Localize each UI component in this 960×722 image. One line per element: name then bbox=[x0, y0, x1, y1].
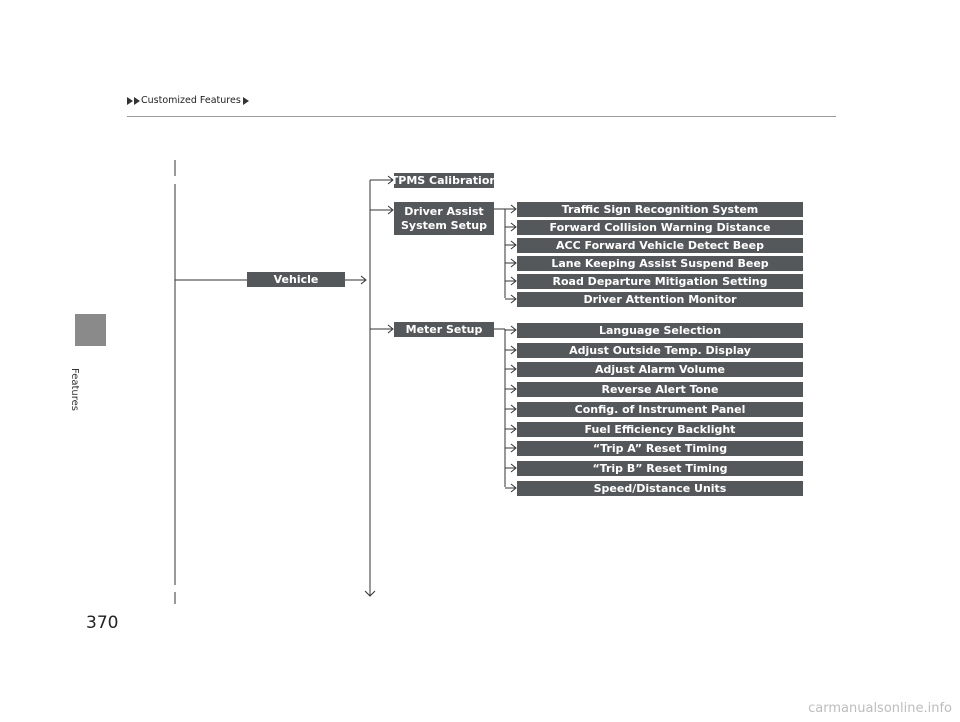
menu-item-box: Adjust Outside Temp. Display bbox=[517, 343, 803, 358]
menu-item-box: Traffic Sign Recognition System bbox=[517, 202, 803, 217]
menu-item-box: Driver Attention Monitor bbox=[517, 292, 803, 307]
page-number: 370 bbox=[86, 613, 119, 633]
arrow-icon bbox=[510, 204, 517, 214]
breadcrumb-label: Customized Features bbox=[141, 95, 241, 106]
menu-item-box: Reverse Alert Tone bbox=[517, 382, 803, 397]
arrow-icon bbox=[510, 294, 517, 304]
arrow-icon bbox=[510, 222, 517, 232]
vehicle-box: Vehicle bbox=[247, 272, 345, 287]
meter-setup-box: Meter Setup bbox=[394, 322, 494, 337]
menu-item-box: Config. of Instrument Panel bbox=[517, 402, 803, 417]
header-rule bbox=[127, 116, 836, 117]
arrow-icon bbox=[510, 240, 517, 250]
arrow-icon bbox=[510, 404, 517, 414]
triangle-right-icon bbox=[242, 96, 249, 105]
arrow-icon bbox=[510, 443, 517, 453]
menu-item-box: Adjust Alarm Volume bbox=[517, 362, 803, 377]
menu-item-box: Fuel Efficiency Backlight bbox=[517, 422, 803, 437]
arrow-icon bbox=[510, 258, 517, 268]
driver-assist-box: Driver Assist System Setup bbox=[394, 202, 494, 235]
arrow-icon bbox=[510, 325, 517, 335]
menu-item-box: “Trip B” Reset Timing bbox=[517, 461, 803, 476]
menu-item-box: Forward Collision Warning Distance bbox=[517, 220, 803, 235]
menu-item-box: “Trip A” Reset Timing bbox=[517, 441, 803, 456]
arrow-icon bbox=[510, 384, 517, 394]
menu-item-box: Lane Keeping Assist Suspend Beep bbox=[517, 256, 803, 271]
arrow-icon bbox=[510, 483, 517, 493]
watermark: carmanualsonline.info bbox=[808, 701, 952, 716]
menu-item-box: Speed/Distance Units bbox=[517, 481, 803, 496]
menu-item-box: Road Departure Mitigation Setting bbox=[517, 274, 803, 289]
arrow-icon bbox=[510, 424, 517, 434]
menu-item-box: ACC Forward Vehicle Detect Beep bbox=[517, 238, 803, 253]
arrow-icon bbox=[510, 276, 517, 286]
triangle-right-icon bbox=[134, 96, 140, 105]
menu-item-box: Language Selection bbox=[517, 323, 803, 338]
arrow-icon bbox=[510, 345, 517, 355]
triangle-right-icon bbox=[127, 96, 133, 105]
breadcrumb: Customized Features bbox=[127, 95, 250, 106]
section-tab bbox=[75, 314, 106, 346]
arrow-icon bbox=[510, 463, 517, 473]
arrow-icon bbox=[510, 364, 517, 374]
tpms-calibration-box: TPMS Calibration bbox=[390, 173, 498, 188]
